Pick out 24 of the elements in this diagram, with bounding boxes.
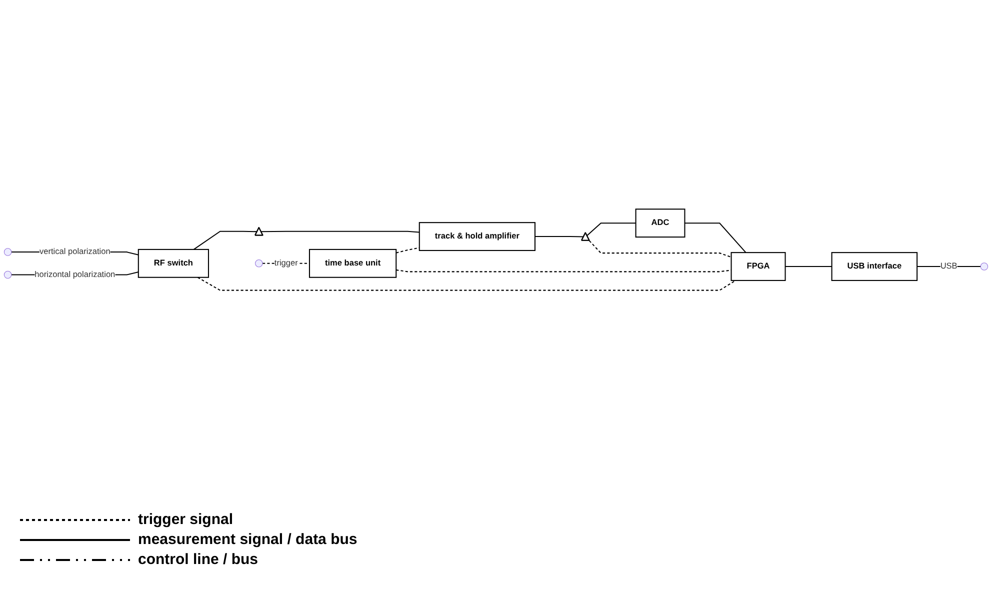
connector [193,231,258,250]
edge-label: USB [940,262,958,271]
connector [261,231,420,234]
connector [588,240,732,258]
legend-text: measurement signal / data bus [138,531,358,548]
node-box: FPGA [730,252,786,282]
node-box: USB interface [831,252,918,282]
node-box: track & hold amplifier [418,222,536,252]
node-box: ADC [635,208,686,238]
connector [917,266,981,268]
edge-label: horizontal polarization [34,270,116,280]
connector [396,248,420,254]
connector [534,236,584,238]
node-box: time base unit [308,249,397,278]
legend-text: trigger signal [138,511,234,528]
legend-text: control line / bus [138,551,258,568]
connector [785,266,832,268]
connector [684,222,746,254]
connector [197,277,736,292]
edge-label: trigger [274,259,298,268]
node-box: RF switch [138,249,209,278]
connector [586,222,636,236]
edge-label: vertical polarization [40,248,110,256]
connector [396,270,732,272]
